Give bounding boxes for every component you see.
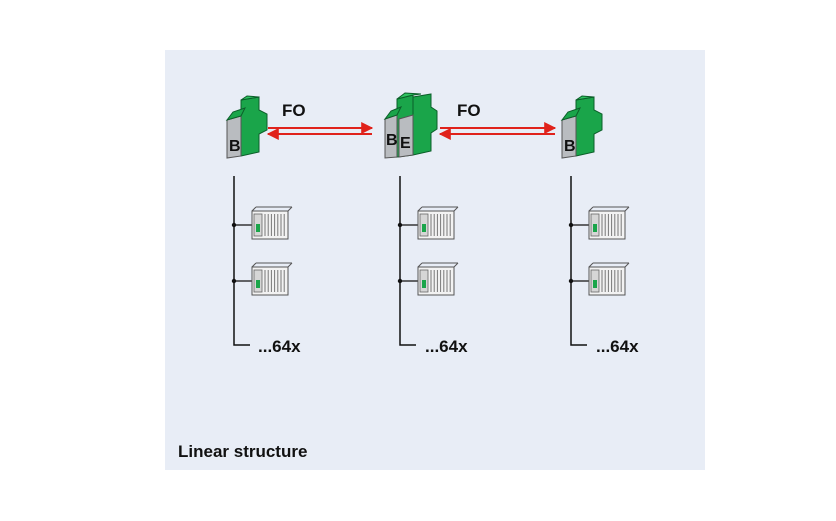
- fo-label-1: FO: [282, 101, 306, 120]
- io-device-icon: [417, 262, 459, 296]
- device-count-label-2: ...64x: [425, 337, 468, 356]
- device-count-label-1: ...64x: [258, 337, 301, 356]
- diagram-caption: Linear structure: [178, 442, 308, 461]
- device-count-label-3: ...64x: [596, 337, 639, 356]
- coupler-1-letter-b: B: [229, 138, 241, 155]
- bus-coupler-3: B: [560, 95, 603, 159]
- coupler-3-letter-b: B: [564, 138, 576, 155]
- coupler-2-letter-b: B: [386, 132, 398, 149]
- bus-segment-3: ...64x: [568, 176, 639, 356]
- fo-link-2: FO: [438, 101, 557, 140]
- bus-segment-2: ...64x: [397, 176, 468, 356]
- io-device-icon: [417, 206, 459, 240]
- io-device-icon: [251, 262, 293, 296]
- io-device-icon: [251, 206, 293, 240]
- fo-link-1: FO: [266, 101, 374, 140]
- io-devices: [251, 206, 630, 296]
- io-device-icon: [588, 262, 630, 296]
- io-device-icon: [588, 206, 630, 240]
- bus-coupler-1: B: [225, 95, 268, 159]
- coupler-2-letter-e: E: [400, 135, 411, 152]
- fo-label-2: FO: [457, 101, 481, 120]
- bus-segment-1: ...64x: [231, 176, 301, 356]
- bus-coupler-2: B E: [383, 92, 438, 159]
